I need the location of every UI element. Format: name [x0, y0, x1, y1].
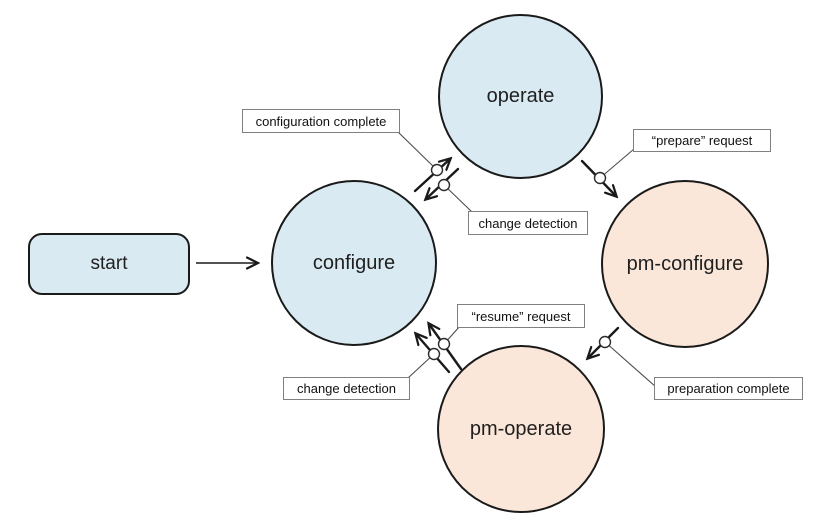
transition-label-text: preparation complete [667, 381, 790, 396]
transition-label-configuration-complete: configuration complete [242, 109, 400, 133]
edge-configure-to-operate [413, 159, 450, 193]
edge-operate-to-configure [426, 167, 460, 199]
event-marker-preparation-complete [598, 335, 612, 349]
event-marker-resume-request [437, 337, 451, 351]
event-marker-change-detection-top [437, 178, 451, 192]
state-start: start [28, 233, 190, 295]
transition-label-resume-request: “resume” request [457, 304, 585, 328]
state-configure: configure [271, 180, 437, 346]
leader-change-detection-top [443, 184, 473, 213]
state-operate: operate [438, 14, 603, 179]
leader-preparation-complete [604, 341, 657, 388]
state-pm-configure: pm-configure [601, 180, 769, 348]
transition-label-preparation-complete: preparation complete [654, 377, 803, 400]
transition-label-text: change detection [478, 215, 578, 231]
edge-operate-to-pm-configure [580, 159, 616, 196]
edge-pm-configure-to-pm-operate [588, 326, 620, 358]
transition-label-change-detection-top: change detection [468, 211, 588, 235]
leader-prepare-request [599, 148, 635, 179]
event-marker-configuration-complete [430, 163, 444, 177]
leader-resume-request [443, 325, 461, 345]
state-configure-label: configure [312, 251, 396, 274]
state-pm-operate-label: pm-operate [469, 417, 573, 440]
state-start-label: start [90, 253, 128, 274]
transition-label-text: “resume” request [471, 308, 571, 324]
leader-configuration-complete [395, 129, 438, 171]
leader-change-detection-bottom [407, 353, 435, 379]
state-pm-configure-label: pm-configure [626, 252, 744, 275]
state-pm-operate: pm-operate [437, 345, 605, 513]
event-marker-change-detection-bottom [427, 347, 441, 361]
edge-pm-operate-to-configure-change [416, 334, 451, 374]
transition-label-text: “prepare” request [651, 133, 753, 148]
transition-label-change-detection-bottom: change detection [283, 377, 410, 400]
edge-pm-operate-to-configure-resume [429, 324, 463, 371]
transition-label-text: change detection [296, 381, 397, 396]
state-operate-label: operate [486, 85, 555, 107]
event-marker-prepare-request [593, 171, 607, 185]
transition-label-prepare-request: “prepare” request [633, 129, 771, 152]
transition-label-text: configuration complete [255, 113, 387, 129]
